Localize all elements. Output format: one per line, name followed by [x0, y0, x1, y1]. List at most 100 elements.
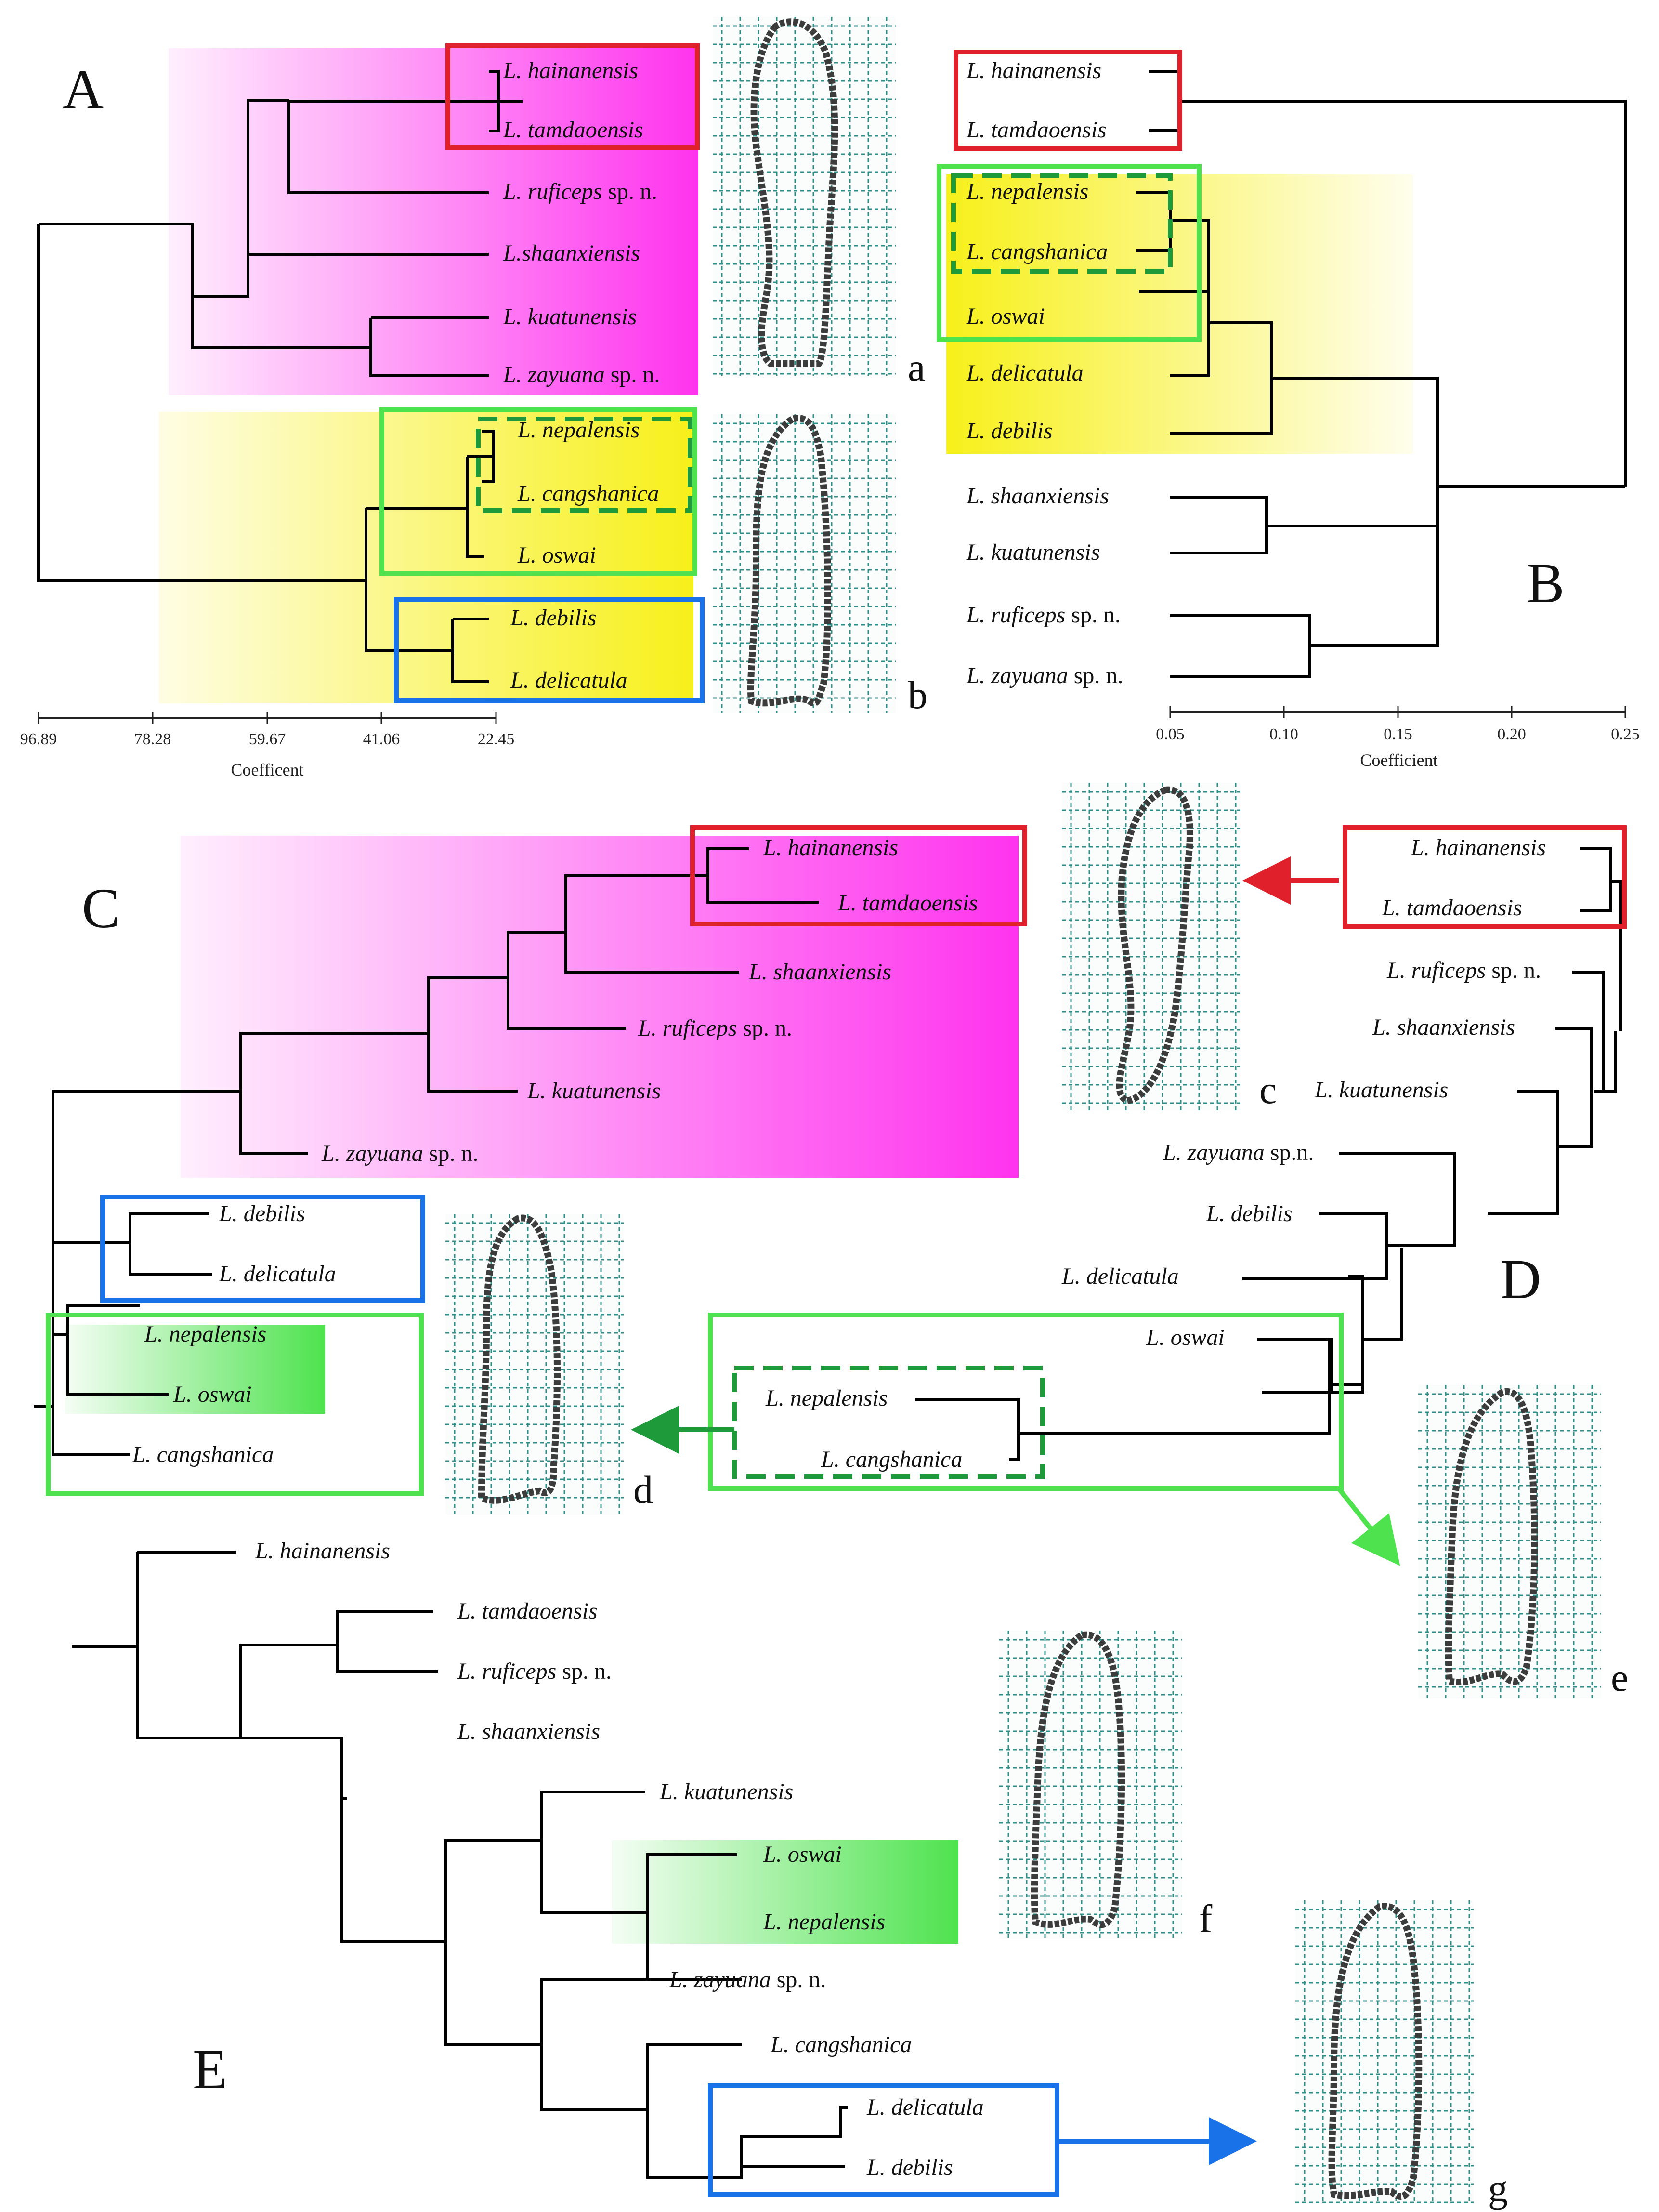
panel-d-branches	[915, 847, 1622, 1461]
b-taxon-4: L. cangshanica	[966, 239, 1108, 264]
panel-d: D L. hainanensis L. tamdaoensis L. rufic…	[631, 825, 1627, 1566]
b-axis-tick: 0.25	[1611, 725, 1640, 743]
panel-a-letter: A	[63, 58, 104, 121]
a-axis-title: Coefficent	[231, 760, 303, 779]
shape-letter-a: a	[908, 345, 925, 389]
shape-thumbnail-g: g	[1295, 1900, 1508, 2210]
panel-b: B L. hainanensis L. tamdaoensis L. nepal…	[937, 50, 1640, 770]
grid-lines	[999, 1631, 1182, 1939]
a-green-clade-box	[379, 407, 697, 576]
e-taxon-11: L. debilis	[866, 2155, 953, 2180]
a-taxon-9: L. oswai	[517, 542, 596, 568]
d-dashed-clade-box	[732, 1366, 1045, 1479]
d-taxon-9: L. oswai	[1146, 1325, 1225, 1350]
shape-letter-g: g	[1488, 2166, 1508, 2210]
grid-lines	[713, 17, 896, 376]
outline-shape	[478, 1214, 561, 1504]
b-axis-title: Coefficient	[1360, 750, 1437, 770]
a-axis-tick: 96.89	[20, 730, 57, 748]
panel-d-letter: D	[1500, 1248, 1541, 1311]
panel-c-green-highlight	[65, 1325, 325, 1414]
panel-e-letter: E	[193, 2038, 227, 2101]
d-taxon-4: L. shaanxiensis	[1372, 1014, 1515, 1040]
shape-thumbnail-e: e	[1418, 1385, 1628, 1699]
d-taxon-10: L. nepalensis	[765, 1385, 888, 1411]
d-taxon-7: L. debilis	[1206, 1201, 1293, 1226]
e-taxon-9: L. cangshanica	[770, 2032, 912, 2057]
a-blue-clade-box	[394, 597, 705, 703]
a-axis-tick: 78.28	[134, 730, 171, 748]
grid-background	[713, 414, 896, 713]
d-taxon-11: L. cangshanica	[821, 1447, 962, 1472]
c-taxon-7: L. debilis	[219, 1201, 305, 1226]
panel-e-green-highlight	[612, 1840, 958, 1944]
b-axis-tick: 0.10	[1269, 725, 1298, 743]
outline-shape	[1328, 1903, 1423, 2200]
b-taxon-11: L. zayuana sp. n.	[966, 663, 1123, 688]
panel-c-branches	[34, 847, 819, 1456]
shape-thumbnail-b: b	[713, 414, 927, 717]
a-taxon-10: L. debilis	[510, 605, 597, 631]
panel-a: A L. hainanensis L. tamdaoensis L. rufic…	[20, 43, 705, 779]
shape-letter-d: d	[633, 1468, 653, 1512]
b-axis-tick: 0.20	[1497, 725, 1526, 743]
shape-letter-b: b	[908, 673, 927, 717]
e-taxon-7: L. nepalensis	[763, 1909, 885, 1935]
c-taxon-6: L. zayuana sp. n.	[321, 1141, 478, 1166]
shape-thumbnail-f: f	[999, 1631, 1213, 1940]
a-axis-tick: 59.67	[249, 730, 286, 748]
c-red-clade-box	[690, 825, 1027, 926]
panel-a-branches	[37, 70, 523, 683]
outline-shape	[1116, 786, 1193, 1105]
c-taxon-9: L. nepalensis	[144, 1321, 266, 1347]
c-taxon-4: L. ruficeps sp. n.	[638, 1015, 792, 1041]
grid-background	[1295, 1900, 1474, 2204]
panel-b-letter: B	[1527, 552, 1565, 615]
shape-thumbnail-d: d	[445, 1214, 653, 1515]
e-taxon-8: L. zayuana sp. n.	[669, 1967, 826, 1992]
c-green-clade-box	[46, 1313, 424, 1496]
c-taxon-11: L. cangshanica	[132, 1442, 274, 1467]
panel-c-magenta-highlight	[181, 836, 1019, 1178]
d-light-green-arrow	[1337, 1487, 1400, 1566]
b-taxon-2: L. tamdaoensis	[966, 117, 1107, 143]
a-taxon-8: L. cangshanica	[517, 481, 659, 506]
shape-thumbnail-c: c	[1062, 783, 1277, 1112]
d-taxon-2: L. tamdaoensis	[1382, 895, 1522, 921]
a-taxon-3: L. ruficeps sp. n.	[503, 179, 657, 204]
c-taxon-1: L. hainanensis	[763, 835, 898, 860]
b-taxon-6: L. delicatula	[966, 360, 1084, 386]
panel-c: C L. hainanensis L. tamdaoensis L. shaan…	[34, 825, 1027, 1496]
panel-e: E L. hainanensis L. tamdaoensis L. rufic…	[72, 1538, 1257, 2197]
shape-letter-f: f	[1199, 1896, 1213, 1940]
d-taxon-6: L. zayuana sp.n.	[1163, 1140, 1314, 1165]
outline-shape	[747, 415, 832, 707]
e-taxon-10: L. delicatula	[866, 2094, 984, 2120]
shape-thumbnail-a: a	[713, 17, 925, 389]
e-taxon-3: L. ruficeps sp. n.	[457, 1659, 612, 1684]
grid-background	[1062, 783, 1240, 1110]
grid-lines	[445, 1214, 624, 1515]
a-taxon-1: L. hainanensis	[503, 58, 638, 83]
a-taxon-4: L.shaanxiensis	[503, 240, 640, 266]
outline-shape	[750, 18, 838, 367]
panel-a-axis: 96.89 78.28 59.67 41.06 22.45 Coefficent	[20, 712, 515, 779]
outline-shape	[1031, 1631, 1125, 1928]
c-taxon-8: L. delicatula	[219, 1261, 336, 1287]
e-taxon-6: L. oswai	[763, 1842, 842, 1867]
panel-a-magenta-highlight	[169, 48, 698, 395]
grid-background	[445, 1214, 624, 1515]
b-red-clade-box	[954, 50, 1182, 151]
b-taxon-7: L. debilis	[966, 418, 1053, 444]
d-green-clade-box	[708, 1313, 1344, 1491]
d-taxon-1: L. hainanensis	[1411, 835, 1546, 860]
a-axis-tick: 22.45	[478, 730, 515, 748]
panel-b-axis: 0.05 0.10 0.15 0.20 0.25 Coefficient	[1156, 706, 1640, 770]
e-taxon-2: L. tamdaoensis	[457, 1598, 598, 1624]
e-blue-clade-box	[708, 2083, 1059, 2197]
a-axis-tick: 41.06	[363, 730, 400, 748]
b-taxon-9: L. kuatunensis	[966, 540, 1100, 565]
b-taxon-3: L. nepalensis	[966, 179, 1088, 204]
d-red-clade-box	[1343, 825, 1627, 929]
